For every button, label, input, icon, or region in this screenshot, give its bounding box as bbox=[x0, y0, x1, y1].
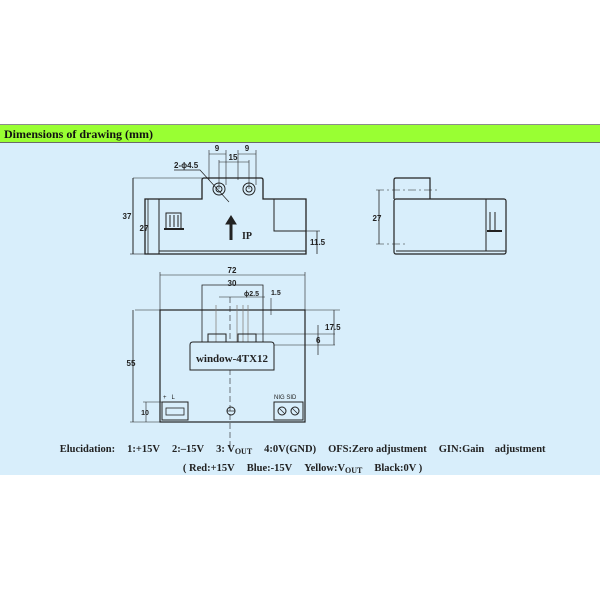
pin-3: 3: VOUT bbox=[216, 444, 253, 456]
dim-1-5: 1.5 bbox=[271, 290, 281, 297]
pin-2: 2:–15V bbox=[171, 444, 205, 455]
pin-1: 1:+15V bbox=[127, 444, 160, 455]
side-view: 27 bbox=[373, 177, 507, 255]
ofs-desc: OFS:Zero adjustment bbox=[328, 444, 427, 455]
section-header: Dimensions of drawing (mm) bbox=[0, 125, 600, 143]
ip-label: IP bbox=[242, 231, 252, 242]
dim-30: 30 bbox=[228, 279, 237, 288]
pin-4: 4:0V(GND) bbox=[264, 444, 317, 455]
dim-6: 6 bbox=[316, 336, 321, 345]
dim-10: 10 bbox=[141, 410, 149, 417]
dim-55: 55 bbox=[127, 359, 136, 368]
dim-17-5: 17.5 bbox=[325, 323, 341, 332]
side-dim-27: 27 bbox=[373, 214, 382, 223]
dim-9-right: 9 bbox=[245, 144, 250, 153]
dim-phi2-5: ϕ2.5 bbox=[244, 291, 259, 298]
dim-9-left: 9 bbox=[215, 144, 220, 153]
drawing-panel: Dimensions of drawing (mm) bbox=[0, 124, 600, 475]
vout-sub: OUT bbox=[234, 447, 253, 456]
gin-desc: GIN:Gain adjustment bbox=[438, 444, 546, 455]
color-blue: Blue:-15V bbox=[246, 463, 293, 474]
bottom-view: 72 30 ϕ2.5 1.5 window-4TX12 17.5 6 55 10… bbox=[127, 266, 341, 450]
dim-27: 27 bbox=[140, 224, 149, 233]
dim-72: 72 bbox=[228, 266, 237, 275]
window-label: window-4TX12 bbox=[196, 353, 269, 365]
dim-11-5: 11.5 bbox=[310, 238, 326, 247]
yellow-sub: OUT bbox=[345, 466, 363, 475]
color-yellow: Yellow:VOUT bbox=[304, 463, 363, 475]
dim-37: 37 bbox=[123, 212, 132, 221]
holes-label: 2-ϕ4.5 bbox=[174, 161, 199, 170]
color-black: Black:0V ) bbox=[374, 463, 423, 474]
pin-3-text: 3: V bbox=[216, 444, 235, 455]
color-yellow-text: Yellow:V bbox=[304, 463, 346, 474]
dim-15: 15 bbox=[229, 153, 238, 162]
top-view: IP 37 27 11.5 9 9 15 2-ϕ4.5 bbox=[123, 144, 326, 255]
elucidation-line-2: ( Red:+15V Blue:-15V Yellow:VOUT Black:0V ) bbox=[0, 452, 600, 475]
elucidation-line-1: Elucidation: 1:+15V 2:–15V 3: VOUT 4:0V(GND)… bbox=[0, 433, 600, 456]
connector-labels: + L bbox=[163, 395, 176, 401]
terminal-labels: NIG SID bbox=[274, 395, 297, 401]
elucidation-label: Elucidation: bbox=[59, 444, 116, 455]
color-red: ( Red:+15V bbox=[182, 463, 235, 474]
